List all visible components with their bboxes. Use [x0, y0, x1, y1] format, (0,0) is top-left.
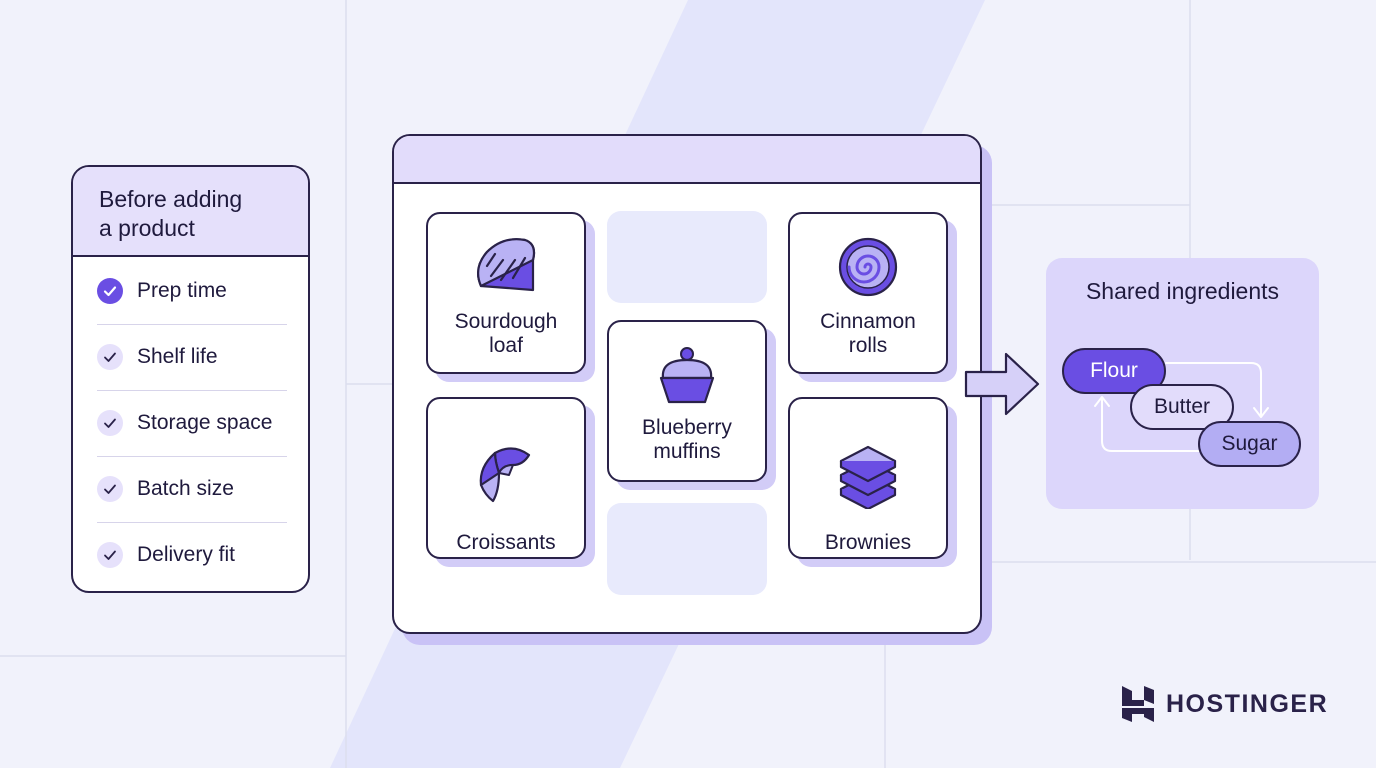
empty-slot [607, 211, 767, 303]
product-name: Croissants [456, 531, 556, 554]
checklist-item-prep-time[interactable]: Prep time [97, 258, 287, 325]
checklist-item-batch-size[interactable]: Batch size [97, 456, 287, 523]
shared-ingredients-panel: Shared ingredients Flour Butter Sugar [1046, 258, 1319, 509]
checklist-item-label: Storage space [137, 411, 273, 434]
hostinger-logo-icon [1122, 686, 1154, 722]
check-icon [97, 542, 123, 568]
product-tile-croissants[interactable]: Croissants [426, 397, 586, 559]
check-icon [97, 278, 123, 304]
product-tile-blueberry-muffins[interactable]: Blueberry muffins [607, 320, 767, 482]
product-name: Blueberry [642, 416, 732, 439]
bread-icon [428, 234, 584, 296]
checklist-item-label: Shelf life [137, 345, 218, 368]
product-grid-window: Sourdough loaf Cinnamon rolls [392, 134, 982, 634]
checklist-title: Before adding a product [73, 167, 308, 257]
empty-slot [607, 503, 767, 595]
product-name: Cinnamon [820, 310, 916, 333]
checklist-item-label: Prep time [137, 279, 227, 302]
check-icon [97, 476, 123, 502]
arrow-right-icon [964, 352, 1040, 416]
brownie-stack-icon [790, 445, 946, 509]
check-icon [97, 344, 123, 370]
product-tile-sourdough[interactable]: Sourdough loaf [426, 212, 586, 374]
checklist-item-storage-space[interactable]: Storage space [97, 390, 287, 457]
ingredient-links [1094, 362, 1269, 452]
window-titlebar [394, 136, 980, 184]
product-checklist-card: Before adding a product Prep time Shelf … [71, 165, 310, 593]
product-name: Sourdough [454, 310, 558, 333]
hostinger-logo: HOSTINGER [1120, 684, 1328, 724]
logo-text: HOSTINGER [1166, 689, 1329, 718]
check-icon [97, 410, 123, 436]
cinnamon-roll-icon [790, 236, 946, 298]
muffin-icon [609, 344, 765, 406]
product-name: loaf [489, 334, 523, 357]
croissant-icon [428, 441, 584, 507]
panel-title: Shared ingredients [1085, 278, 1280, 304]
checklist-item-shelf-life[interactable]: Shelf life [97, 324, 287, 391]
ingredient-pill-sugar[interactable]: Sugar [1198, 421, 1301, 467]
checklist-item-label: Batch size [137, 477, 234, 500]
checklist-item-delivery-fit[interactable]: Delivery fit [97, 522, 287, 588]
checklist-item-label: Delivery fit [137, 543, 236, 566]
product-tile-cinnamon-rolls[interactable]: Cinnamon rolls [788, 212, 948, 374]
product-name: rolls [848, 334, 888, 357]
product-name: muffins [653, 440, 721, 463]
product-tile-brownies[interactable]: Brownies [788, 397, 948, 559]
product-name: Brownies [824, 531, 912, 554]
